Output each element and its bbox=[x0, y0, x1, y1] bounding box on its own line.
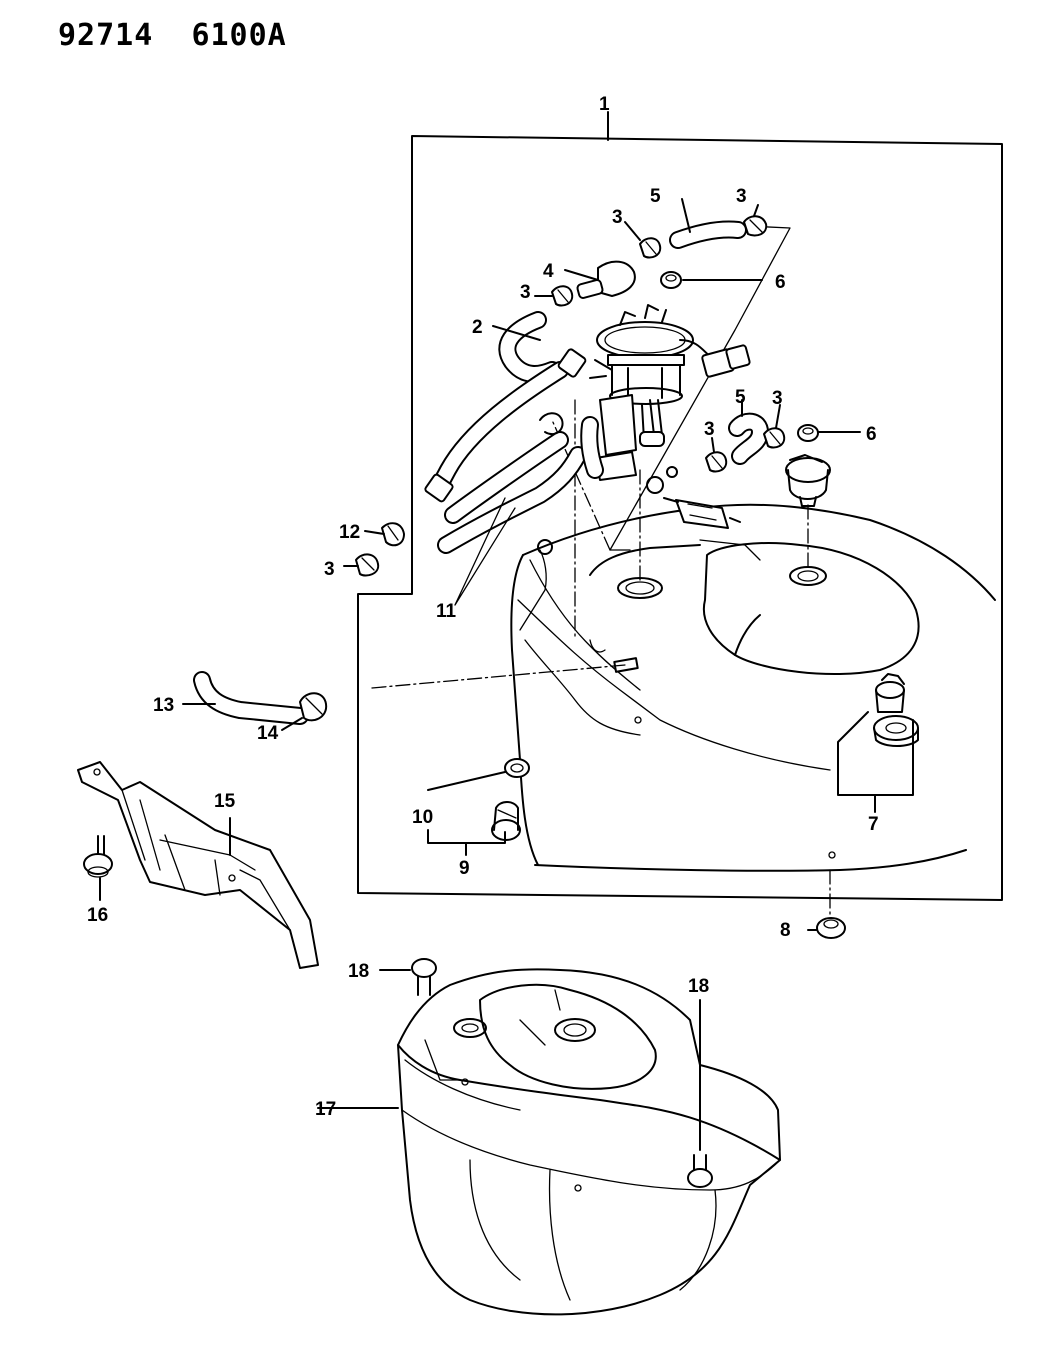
nut-8 bbox=[807, 917, 846, 939]
clamp-3-lower-right bbox=[763, 427, 786, 449]
callout-numbers: 1 2 3 3 3 3 3 3 4 5 5 6 6 7 8 9 10 11 12… bbox=[87, 94, 879, 1120]
callout-5-upper: 5 bbox=[650, 186, 661, 207]
callout-18-right: 18 bbox=[688, 976, 709, 997]
fuel-pump-module bbox=[589, 304, 751, 494]
leader-lines bbox=[343, 198, 861, 567]
callout-18-left: 18 bbox=[348, 961, 369, 982]
callout-5-lower: 5 bbox=[735, 387, 746, 408]
document-code-2: 6100A bbox=[191, 18, 287, 53]
callout-7: 7 bbox=[868, 814, 879, 835]
plug-9 bbox=[491, 801, 521, 841]
bolt-18-right bbox=[687, 999, 713, 1188]
nut-6-lower bbox=[797, 424, 819, 442]
sender-gauge bbox=[785, 454, 831, 507]
callout-9: 9 bbox=[459, 858, 470, 879]
hose-13 bbox=[182, 671, 309, 725]
bracket-9-10 bbox=[427, 771, 506, 856]
callout-3-right: 3 bbox=[772, 388, 783, 409]
hose-2 bbox=[424, 311, 587, 503]
callout-15: 15 bbox=[214, 791, 236, 812]
callout-6-upper: 6 bbox=[775, 272, 786, 293]
hose-11 bbox=[437, 412, 604, 606]
hose-5-lower bbox=[728, 412, 769, 465]
document-code: 92714 6100A bbox=[58, 18, 287, 53]
fuel-filter-4 bbox=[576, 260, 636, 299]
nut-6-upper bbox=[660, 271, 682, 289]
callout-3-left: 3 bbox=[324, 559, 335, 580]
fuel-tank-17 bbox=[317, 968, 781, 1316]
callout-2: 2 bbox=[472, 317, 483, 338]
clamp-3-upper-right bbox=[743, 215, 768, 237]
callout-1: 1 bbox=[599, 94, 610, 115]
callout-3-filter: 3 bbox=[520, 282, 531, 303]
clamp-12 bbox=[381, 522, 405, 547]
clamp-3-upper-left bbox=[639, 237, 662, 259]
clamp-3-lower-left bbox=[705, 451, 728, 473]
clamp-3-filter bbox=[551, 285, 574, 307]
clamp-14 bbox=[281, 692, 328, 731]
heat-shield-15 bbox=[77, 761, 319, 969]
in-tank-filter bbox=[663, 497, 741, 529]
gauge-unit-7 bbox=[837, 673, 919, 813]
callout-16: 16 bbox=[87, 905, 108, 926]
assembly-frame bbox=[357, 135, 1003, 901]
callout-12: 12 bbox=[339, 522, 360, 543]
bolt-18-left bbox=[379, 958, 437, 996]
clamp-3-left bbox=[355, 553, 380, 577]
hose-5-upper bbox=[669, 220, 747, 249]
callout-4: 4 bbox=[543, 261, 554, 282]
fuel-tank-assembly bbox=[510, 503, 996, 872]
callout-3-lower: 3 bbox=[704, 419, 715, 440]
bolt-16 bbox=[83, 835, 113, 901]
callout-6-lower: 6 bbox=[866, 424, 877, 445]
callout-17: 17 bbox=[315, 1099, 336, 1120]
document-code-1: 92714 bbox=[58, 18, 154, 53]
callout-11: 11 bbox=[436, 601, 457, 622]
callout-14: 14 bbox=[257, 723, 279, 744]
gasket-10 bbox=[504, 758, 530, 778]
callout-10: 10 bbox=[412, 807, 433, 828]
callout-3-top-right: 3 bbox=[736, 186, 747, 207]
callout-13: 13 bbox=[153, 695, 174, 716]
callout-3-top: 3 bbox=[612, 207, 623, 228]
alignment-lines bbox=[371, 225, 831, 916]
callout-8: 8 bbox=[780, 920, 791, 941]
